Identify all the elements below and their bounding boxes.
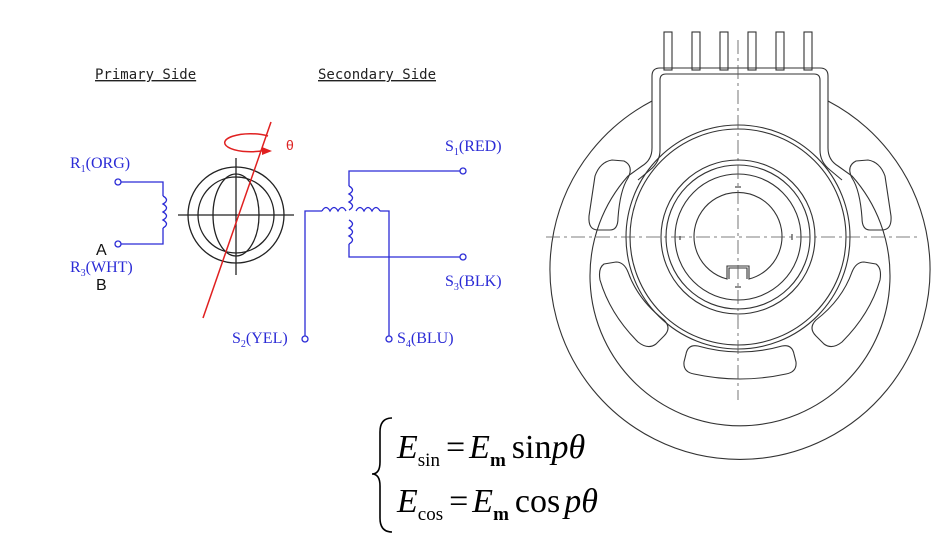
resolver-mechanical-drawing	[549, 31, 931, 460]
s2-label: S2(YEL)	[232, 330, 288, 350]
theta-label: θ	[286, 137, 294, 153]
r1-label: R1(ORG)	[70, 155, 130, 175]
mounting-slot-right	[849, 159, 892, 231]
s3-label: S3(BLK)	[445, 273, 502, 293]
primary-winding	[114, 178, 168, 248]
secondary-winding	[301, 167, 467, 343]
rotation-arrow	[223, 132, 272, 155]
equation-brace	[371, 417, 393, 533]
rotor-bore	[693, 191, 783, 280]
rotor-symbol	[178, 158, 294, 275]
r3-label: R3(WHT)	[70, 259, 133, 279]
secondary-side-header: Secondary Side	[318, 67, 436, 83]
outer-flange	[549, 100, 931, 460]
mounting-slot-bottom-left	[598, 261, 669, 348]
mounting-slot-left	[588, 159, 631, 231]
primary-side-header: Primary Side	[95, 67, 196, 83]
center-lines	[546, 40, 918, 400]
rotor-axis-line	[202, 121, 272, 319]
mounting-slot-bottom	[683, 345, 797, 380]
s4-label: S4(BLU)	[397, 330, 454, 350]
overlay-b-label: B	[96, 277, 107, 294]
mounting-slot-bottom-right	[811, 261, 882, 348]
s1-label: S1(RED)	[445, 138, 502, 158]
overlay-a-label: A	[96, 242, 107, 259]
terminal-pins	[663, 31, 813, 71]
